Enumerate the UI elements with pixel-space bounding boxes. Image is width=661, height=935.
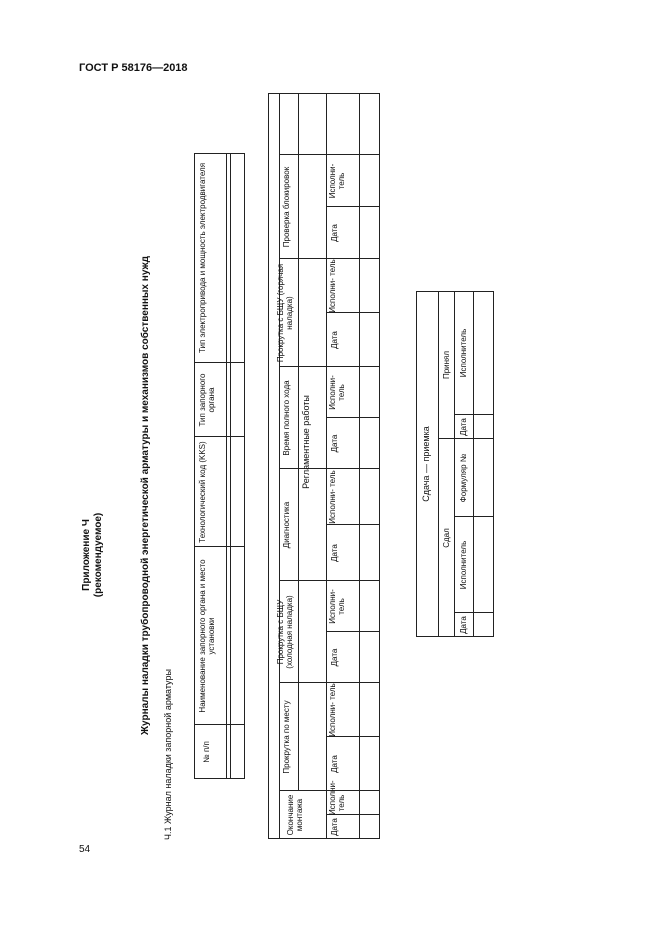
t2-sub-exec: Исполни- тель <box>328 470 337 524</box>
t3-col-exec: Исполнитель <box>459 540 468 590</box>
t3-group-sent: Сдал <box>442 528 451 548</box>
t2-sub-date: Дата <box>330 434 339 453</box>
t2-col-1: Прокрутка по месту <box>282 700 291 774</box>
t2-sub-exec: Исполни- тель <box>328 780 346 815</box>
table-3: Сдача — приемка Сдал Принял Дата Исполни… <box>416 291 494 637</box>
t2-col-4: Время полного хода <box>282 380 291 456</box>
t2-group-label: Регламентные работы <box>301 395 311 489</box>
page-number: 54 <box>79 844 91 855</box>
t1-header-name: Наименование запорного органа и место ус… <box>198 559 216 713</box>
t3-group-recv: Принял <box>442 350 451 380</box>
t2-sub-date: Дата <box>330 648 339 667</box>
t2-sub-exec: Исполни- тель <box>328 683 337 737</box>
table-1: № п/п Наименование запорного органа и ме… <box>194 153 246 779</box>
t1-header-kks: Технологический код (KKS) <box>198 441 207 543</box>
t3-col-date-2: Дата <box>459 418 468 436</box>
section-title: Ч.1 Журнал наладки запорной арматуры <box>163 669 173 840</box>
t2-sub-date: Дата <box>330 818 339 836</box>
main-title: Журналы наладки трубопроводной энергетич… <box>140 256 151 735</box>
t1-header-no: № п/п <box>202 741 211 763</box>
t2-sub-date: Дата <box>330 544 339 562</box>
t2-col-2: Прокрутка с БЩУ (холодная наладка) <box>276 595 294 669</box>
t3-title: Сдача — приемка <box>421 426 431 502</box>
t2-sub-exec: Исполни- тель <box>328 589 346 624</box>
standard-header: ГОСТ Р 58176—2018 <box>79 62 188 74</box>
t3-col-form: Формуляр № <box>459 453 468 503</box>
t2-sub-date: Дата <box>330 755 339 773</box>
table-2: Регламентные работы Окончание монтажа Пр… <box>268 93 380 839</box>
t2-sub-exec: Исполни- тель <box>328 375 346 410</box>
t1-header-drive: Тип электропривода и мощность электродви… <box>198 162 207 354</box>
t3-col-date: Дата <box>459 616 468 634</box>
appendix-title: Приложение Ч <box>81 519 92 591</box>
t2-sub-date: Дата <box>330 331 339 349</box>
t2-sub-exec: Исполни- тель <box>328 259 337 313</box>
t2-col-6: Проверка блокировок <box>282 166 291 248</box>
appendix-status: (рекомендуемое) <box>93 512 104 598</box>
t2-col-0: Окончание монтажа <box>286 794 304 836</box>
t2-col-5: Прокрутка с БЩУ (горячая наладка) <box>276 263 294 363</box>
t2-col-3: Диагностика <box>282 501 291 549</box>
t3-col-exec-2: Исполнитель <box>459 328 468 378</box>
t2-sub-exec: Исполни- тель <box>328 163 346 199</box>
t1-header-type: Тип запорного органа <box>198 373 216 427</box>
t2-sub-date: Дата <box>330 224 339 242</box>
